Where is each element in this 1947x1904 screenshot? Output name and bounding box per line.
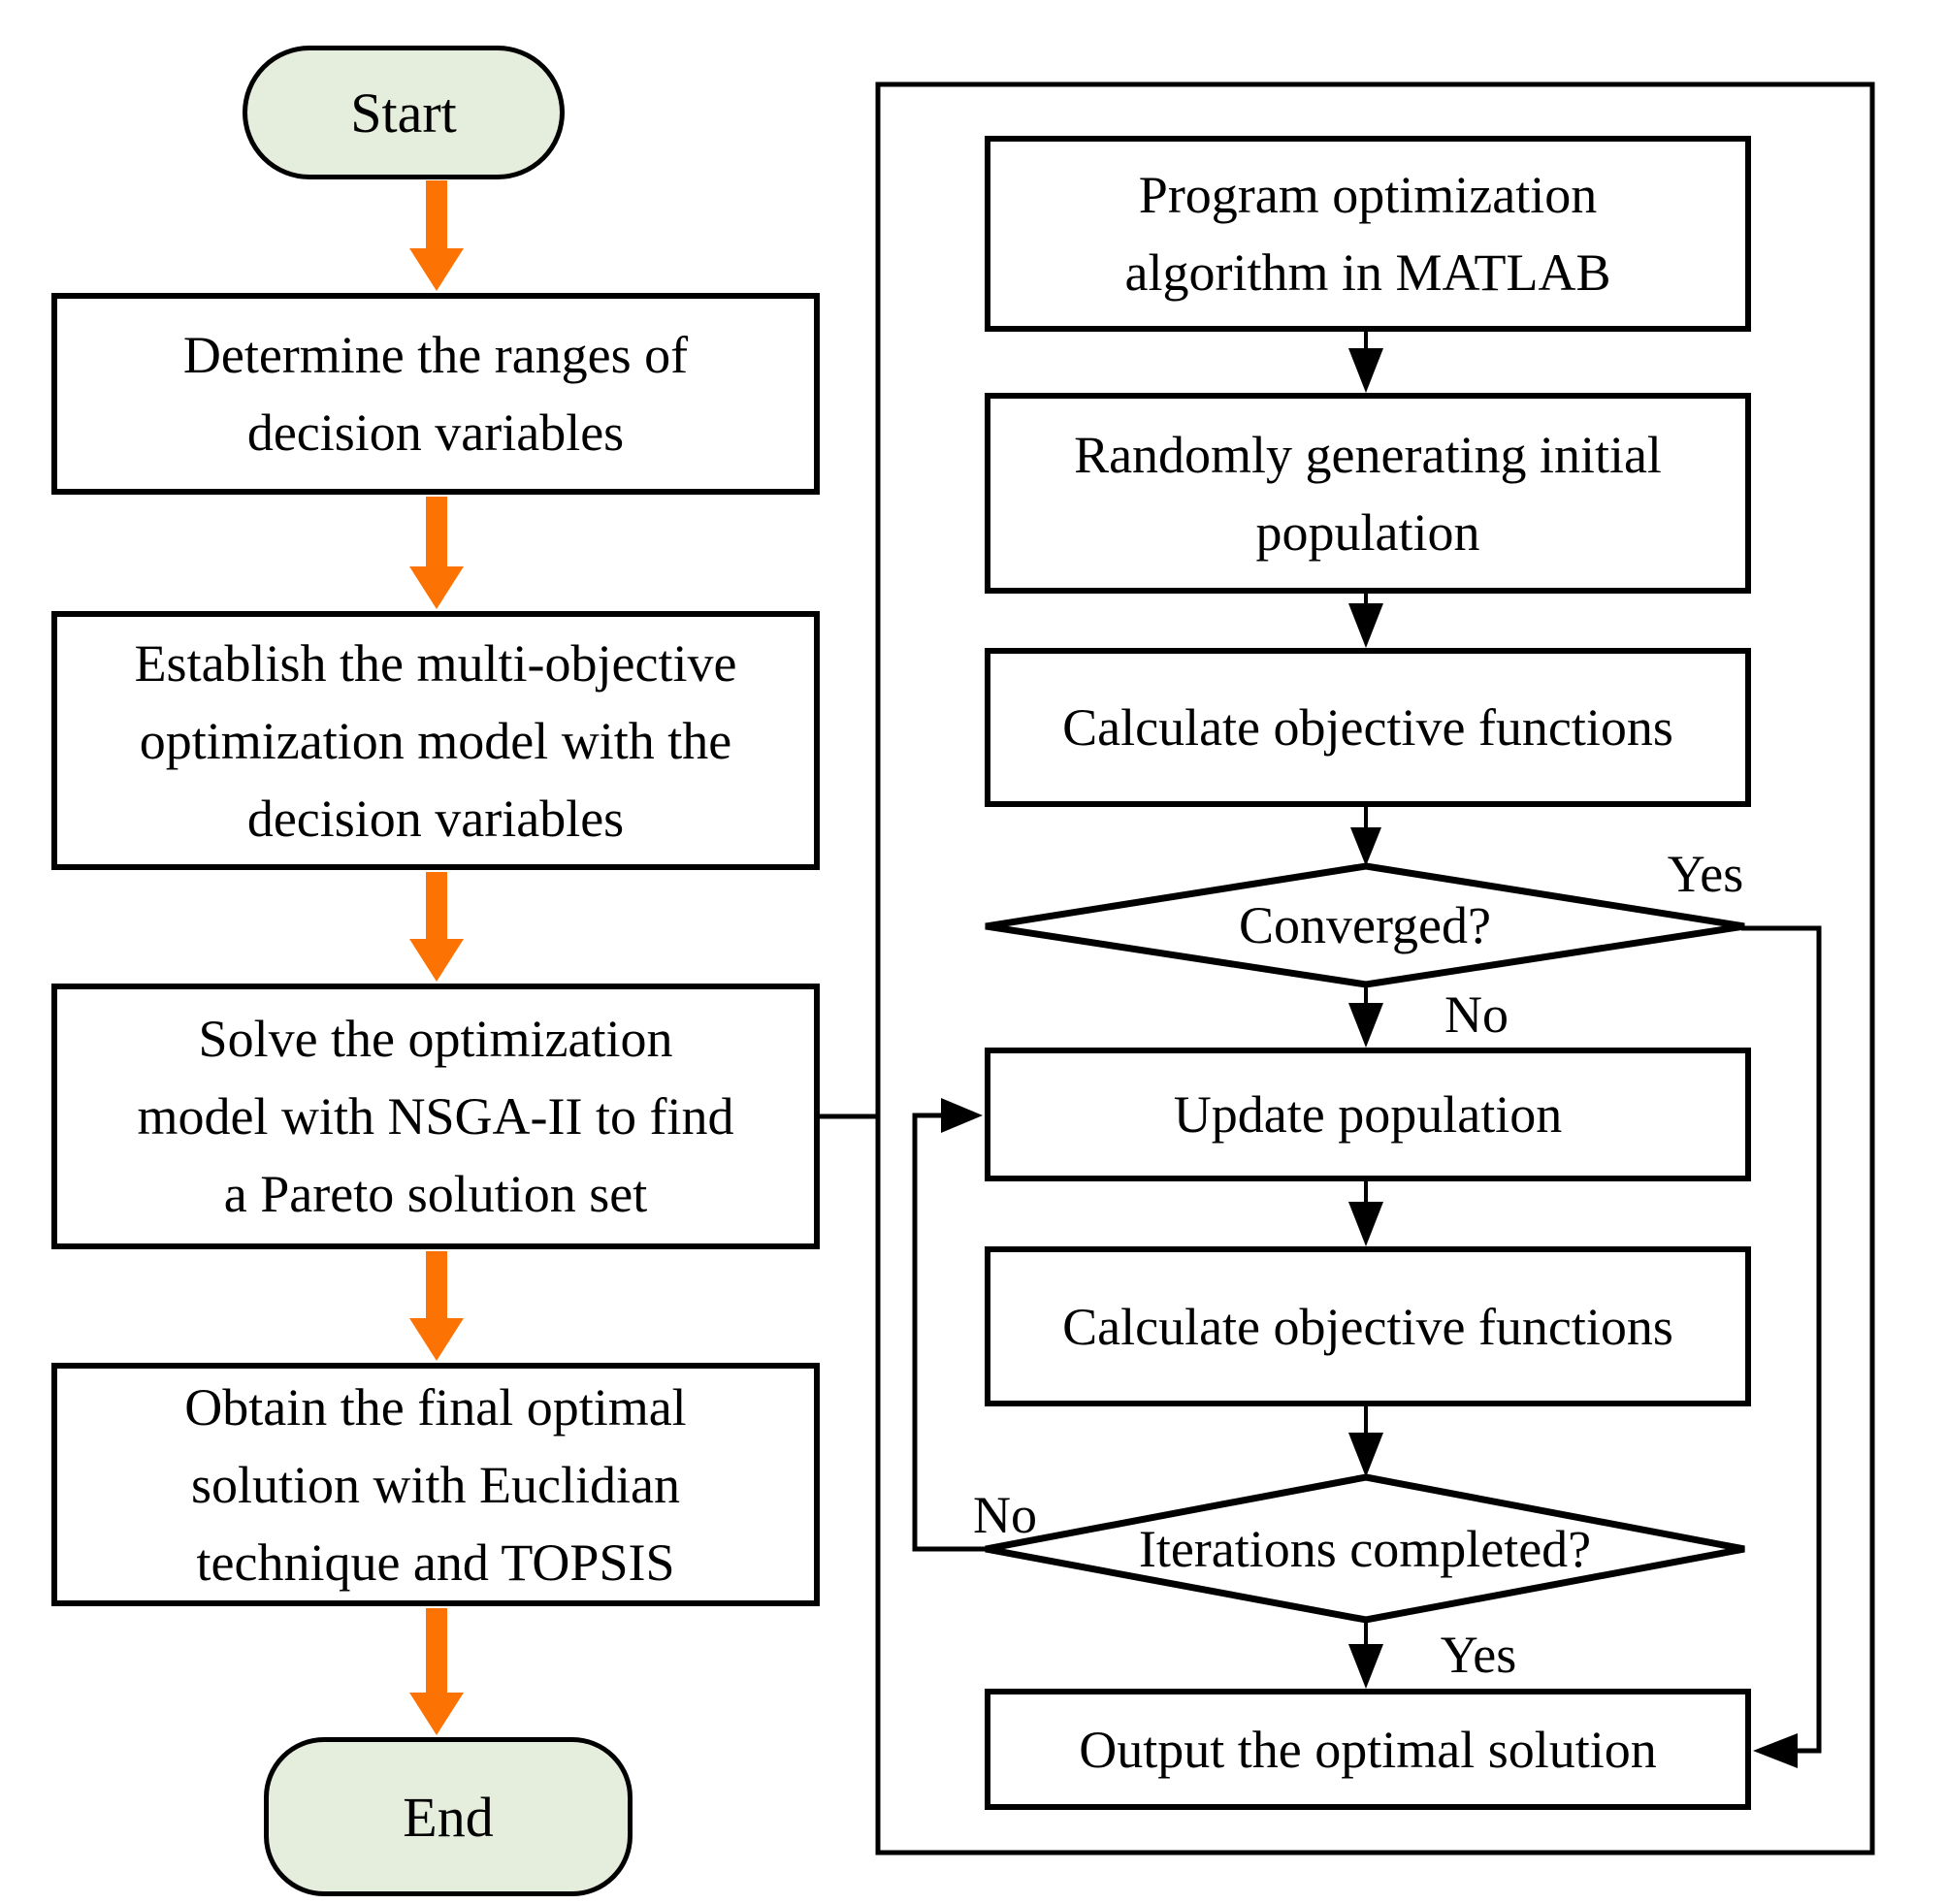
start-label: Start xyxy=(350,81,457,145)
arrow-converged-no-to-update xyxy=(1348,984,1383,1048)
box-random-initial-population: Randomly generating initial population xyxy=(985,393,1751,594)
branch-label-iterations-yes: Yes xyxy=(1440,1626,1517,1684)
iterations-no-loop-path xyxy=(912,1098,986,1552)
branch-label-iterations-no: No xyxy=(973,1486,1037,1544)
box-text-line: Update population xyxy=(1173,1085,1563,1144)
step-text-line: technique and TOPSIS xyxy=(196,1533,675,1592)
branch-label-converged-yes: Yes xyxy=(1667,845,1744,903)
arrow-calc1-to-converged xyxy=(1350,807,1381,866)
step-determine-ranges: Determine the ranges of decision variabl… xyxy=(51,293,820,495)
box-text-line: Program optimization xyxy=(1138,166,1598,224)
box-text-line: Output the optimal solution xyxy=(1079,1720,1657,1779)
arrow-calc2-to-iterations xyxy=(1348,1406,1383,1477)
decision-converged-label: Converged? xyxy=(1239,896,1491,954)
step-text-line: optimization model with the xyxy=(139,711,732,770)
end-label: End xyxy=(403,1785,494,1849)
step-text-line: decision variables xyxy=(246,403,625,462)
step-text-line: model with NSGA-II to find xyxy=(137,1087,734,1146)
box-text-line: Calculate objective functions xyxy=(1062,698,1673,757)
box-text-line: algorithm in MATLAB xyxy=(1124,243,1611,302)
box-calculate-objectives-1: Calculate objective functions xyxy=(985,648,1751,807)
arrow-solve-to-obtain xyxy=(409,1251,464,1361)
box-program-matlab: Program optimization algorithm in MATLAB xyxy=(985,136,1751,332)
step-text-line: a Pareto solution set xyxy=(223,1165,648,1223)
step-text-line: solution with Euclidian xyxy=(191,1455,680,1514)
box-text-line: Calculate objective functions xyxy=(1062,1297,1673,1356)
start-node: Start xyxy=(243,46,565,179)
arrow-establish-to-solve xyxy=(409,872,464,982)
step-text-line: decision variables xyxy=(246,789,625,848)
step-text-line: Obtain the final optimal xyxy=(184,1377,687,1436)
arrow-determine-to-establish xyxy=(409,497,464,609)
arrowhead-into-update xyxy=(941,1098,983,1133)
arrow-random-to-calc1 xyxy=(1348,594,1383,648)
arrow-iterations-yes-to-output xyxy=(1348,1620,1383,1689)
box-output-solution: Output the optimal solution xyxy=(985,1689,1751,1810)
step-text-line: Solve the optimization xyxy=(198,1010,673,1068)
box-update-population: Update population xyxy=(985,1048,1751,1181)
matlab-loop-container xyxy=(875,81,1875,1856)
step-text-line: Establish the multi-objective xyxy=(134,633,737,693)
step-text-line: Determine the ranges of xyxy=(182,326,689,384)
step-obtain-solution: Obtain the final optimal solution with E… xyxy=(51,1363,820,1606)
end-node: End xyxy=(264,1737,633,1896)
box-text-line: population xyxy=(1255,502,1480,562)
orange-flow-arrows xyxy=(409,180,464,1735)
arrowhead-into-output xyxy=(1753,1733,1798,1768)
branch-label-converged-no: No xyxy=(1444,985,1509,1044)
arrow-start-to-determine xyxy=(409,180,464,291)
step-establish-model: Establish the multi-objective optimizati… xyxy=(51,611,820,870)
arrow-program-to-random xyxy=(1348,332,1383,393)
decision-iterations-diamond xyxy=(985,1473,1745,1624)
converged-yes-path xyxy=(1741,925,1822,1768)
step-solve-nsga2: Solve the optimization model with NSGA-I… xyxy=(51,984,820,1249)
decision-iterations-label: Iterations completed? xyxy=(1138,1519,1592,1578)
black-flow-arrows xyxy=(1348,332,1383,1689)
arrow-update-to-calc2 xyxy=(1348,1181,1383,1246)
decision-converged-diamond xyxy=(985,862,1745,988)
box-text-line: Randomly generating initial xyxy=(1074,425,1662,484)
arrow-obtain-to-end xyxy=(409,1608,464,1735)
box-calculate-objectives-2: Calculate objective functions xyxy=(985,1246,1751,1406)
